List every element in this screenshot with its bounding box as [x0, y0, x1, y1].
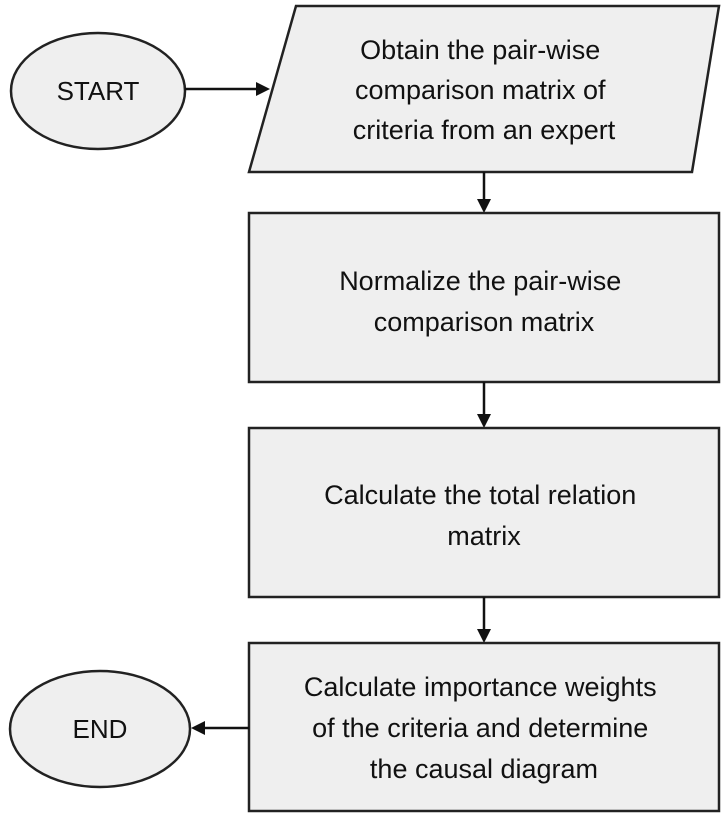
step-normalize-matrix-line-1: Normalize the pair-wise	[339, 266, 621, 296]
connector-step-3-to-step-4	[477, 597, 491, 643]
connector-step-2-to-step-3	[477, 382, 491, 428]
step-normalize-matrix-text: Normalize the pair-wise comparison matri…	[339, 266, 629, 337]
step-total-relation-matrix-text: Calculate the total relation matrix	[324, 480, 644, 551]
step-total-relation-matrix-line-2: matrix	[447, 521, 521, 551]
end-terminal: END	[8, 669, 192, 789]
step-obtain-matrix: Obtain the pair-wise comparison matrix o…	[247, 4, 721, 174]
step-obtain-matrix-line-2: comparison matrix of	[355, 75, 606, 105]
step-importance-weights-shape	[247, 641, 721, 813]
step-normalize-matrix: Normalize the pair-wise comparison matri…	[247, 211, 721, 384]
connector-step-4-to-end	[191, 721, 249, 735]
connector-start-to-step-1	[185, 82, 270, 96]
end-label: END	[73, 714, 128, 744]
step-total-relation-matrix: Calculate the total relation matrix	[247, 426, 721, 599]
step-total-relation-matrix-line-1: Calculate the total relation	[324, 480, 636, 510]
step-importance-weights-line-2: of the criteria and determine	[312, 713, 648, 743]
step-obtain-matrix-line-3: criteria from an expert	[353, 115, 616, 145]
start-label: START	[57, 76, 140, 106]
connector-step-1-to-step-2	[477, 172, 491, 213]
step-importance-weights-line-1: Calculate importance weights	[304, 672, 657, 702]
step-normalize-matrix-line-2: comparison matrix	[374, 307, 595, 337]
start-terminal: START	[9, 31, 187, 151]
step-importance-weights-line-3: the causal diagram	[370, 754, 598, 784]
start-ellipse	[9, 31, 187, 151]
step-importance-weights-text: Calculate importance weights of the crit…	[304, 672, 664, 784]
step-importance-weights: Calculate importance weights of the crit…	[247, 641, 721, 813]
step-total-relation-matrix-shape	[247, 426, 721, 599]
step-obtain-matrix-text: Obtain the pair-wise comparison matrix o…	[353, 35, 616, 145]
end-ellipse	[8, 669, 192, 789]
step-obtain-matrix-shape	[247, 4, 721, 174]
step-obtain-matrix-line-1: Obtain the pair-wise	[360, 35, 600, 65]
step-normalize-matrix-shape	[247, 211, 721, 384]
